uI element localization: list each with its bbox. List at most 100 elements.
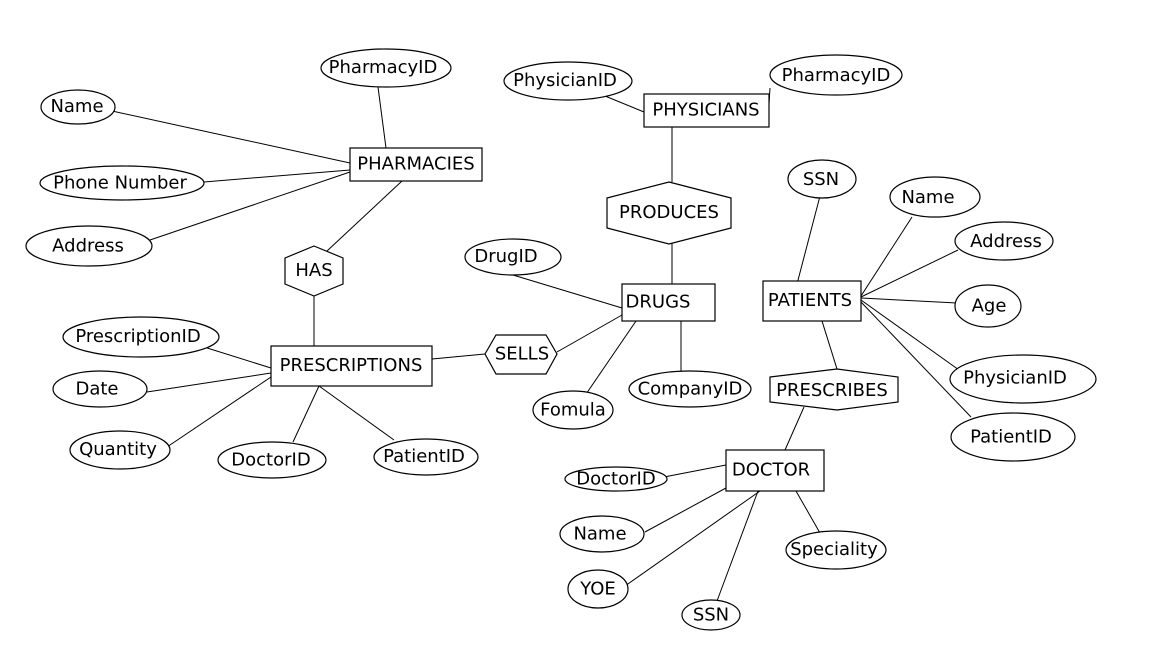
attribute-ellipse [464,238,562,276]
attribute-address[interactable]: Address [25,225,153,267]
attribute-doctorid[interactable]: DoctorID [217,441,327,479]
edge-prescriptions-quantity [166,376,272,448]
entity-drugs[interactable]: DRUGS [621,283,716,322]
attribute-label: Address [52,236,124,257]
edge-drugs-fomula [581,320,637,401]
entity-box [621,283,716,322]
relationship-hexagon [606,181,732,245]
attribute-ellipse [62,316,220,358]
relationship-sells[interactable]: SELLS [484,334,558,375]
attribute-ellipse [567,569,629,609]
attribute-drugid[interactable]: DrugID [464,238,562,276]
attribute-label: Name [50,96,103,117]
attribute-yoe[interactable]: YOE [567,569,629,609]
attribute-physicianid[interactable]: PhysicianID [503,61,633,101]
relationship-prescribes[interactable]: PRESCRIBES [769,368,899,411]
attribute-ellipse [559,515,645,553]
attribute-name[interactable]: Name [559,515,645,553]
attribute-ellipse [785,530,887,570]
relationship-label: SELLS [495,344,549,365]
edge-pharmacies-pharmacyid [377,86,387,149]
connector-lines [111,86,972,602]
attribute-label: PatientID [383,446,465,467]
attribute-label: Quantity [79,439,157,460]
attribute-name[interactable]: Name [889,176,981,218]
attribute-patientid[interactable]: PatientID [373,438,479,476]
attribute-ssn[interactable]: SSN [787,159,857,199]
attribute-label: Address [970,231,1042,252]
entity-pharmacies[interactable]: PHARMACIES [349,147,483,182]
attribute-label: Fomula [540,400,606,421]
attribute-label: PharmacyID [329,57,438,78]
attribute-prescriptionid[interactable]: PrescriptionID [62,316,220,358]
relationship-label: PRESCRIBES [776,380,888,401]
edge-pharmacies-address [149,171,351,241]
attribute-label: DoctorID [576,469,655,490]
attribute-ssn[interactable]: SSN [681,599,741,631]
entity-label: PATIENTS [768,290,852,311]
attribute-ellipse [503,61,633,101]
edge-doctor-name [644,481,738,533]
attribute-ellipse [320,48,452,88]
entity-label: PHYSICIANS [652,100,759,121]
attribute-label: Date [75,379,118,400]
entity-box [349,147,483,182]
attribute-ellipse [787,159,857,199]
attribute-label: Speciality [790,539,878,560]
attribute-speciality[interactable]: Speciality [785,530,887,570]
attribute-ellipse [39,165,205,201]
edge-patients-physicianid [860,299,960,371]
attribute-companyid[interactable]: CompanyID [628,370,752,408]
relationship-has[interactable]: HAS [284,245,344,297]
attribute-address[interactable]: Address [954,221,1054,261]
attribute-ellipse [564,466,668,492]
attribute-label: PrescriptionID [75,326,200,347]
attribute-name[interactable]: Name [40,89,116,125]
attribute-label: SSN [803,169,839,190]
attribute-fomula[interactable]: Fomula [532,390,614,430]
attribute-pharmacyid[interactable]: PharmacyID [769,54,903,96]
edge-patients-prescribes [821,320,838,370]
attribute-phone-number[interactable]: Phone Number [39,165,205,201]
attribute-ellipse [950,412,1076,462]
edge-pharmacies-phone [203,169,351,183]
relationship-produces[interactable]: PRODUCES [606,181,732,245]
attribute-date[interactable]: Date [52,370,148,408]
entity-box [725,449,825,492]
edge-patients-address [860,249,959,298]
entity-box [762,280,862,322]
relationship-hexagon [284,245,344,297]
attribute-label: Age [972,296,1007,317]
attribute-label: YOE [579,579,616,600]
attribute-ellipse [681,599,741,631]
entity-label: DOCTOR [732,460,810,481]
attribute-ellipse [373,438,479,476]
edge-prescriptions-prescriptionid [203,346,272,369]
entity-physicians[interactable]: PHYSICIANS [643,93,770,128]
attribute-label: Name [573,524,626,545]
edge-physicians-physicianid [604,95,645,113]
entity-prescriptions[interactable]: PRESCRIPTIONS [270,345,433,387]
entity-box [643,93,770,128]
edge-doctor-yoe [624,490,761,587]
attribute-pharmacyid[interactable]: PharmacyID [320,48,452,88]
attribute-doctorid[interactable]: DoctorID [564,466,668,492]
attribute-ellipse [40,89,116,125]
attribute-physicianid[interactable]: PhysicianID [949,354,1097,404]
attribute-ellipse [69,430,171,470]
edge-doctor-speciality [795,490,821,534]
entity-label: PRESCRIPTIONS [280,355,423,376]
attribute-quantity[interactable]: Quantity [69,430,171,470]
attribute-label: Name [901,187,954,208]
attribute-patientid[interactable]: PatientID [950,412,1076,462]
attribute-age[interactable]: Age [954,284,1022,328]
entity-doctor[interactable]: DOCTOR [725,449,825,492]
entity-patients[interactable]: PATIENTS [762,280,862,322]
edge-prescriptions-date [146,372,272,393]
attribute-ellipse [769,54,903,96]
edge-patients-name [860,216,913,297]
edge-doctor-ssn [716,490,759,602]
entity-label: DRUGS [626,292,691,313]
edge-drugs-drugid [512,274,623,309]
edge-prescribes-doctor [784,406,805,451]
